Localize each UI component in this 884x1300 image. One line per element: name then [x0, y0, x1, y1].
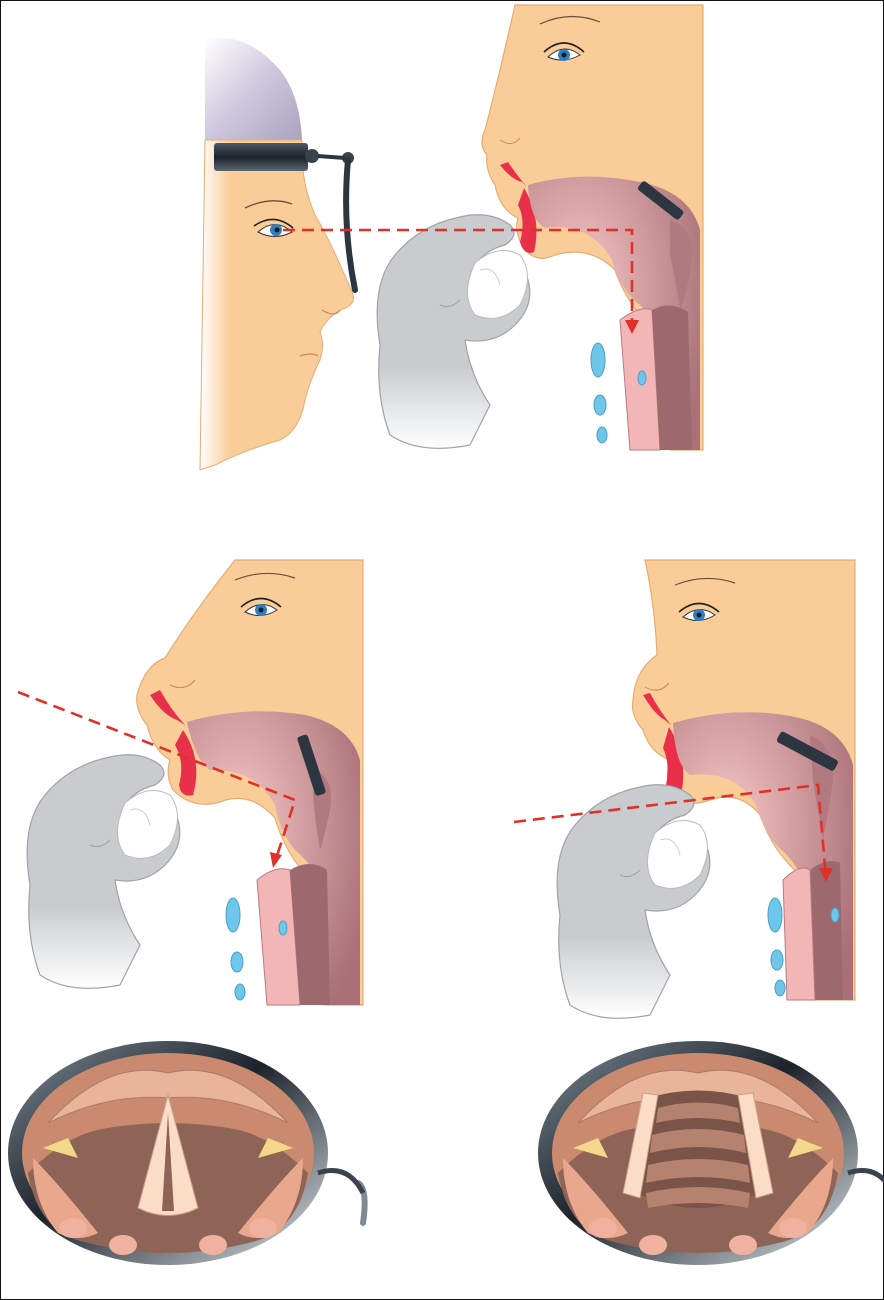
head-mirror [346, 160, 355, 290]
head-mirror-band [214, 143, 308, 171]
panel-middle-right [514, 560, 855, 1018]
mirror-view-adducted [8, 1041, 365, 1265]
panel-middle-left [18, 560, 363, 1005]
examiner-hair [205, 38, 302, 140]
panel-top [200, 5, 703, 470]
mirror-view-abducted [538, 1041, 884, 1265]
gloved-hand-middle-right [557, 785, 710, 1019]
examiner-face [200, 140, 354, 470]
patient-profile-top [482, 5, 703, 450]
gloved-hand-middle-left [27, 755, 180, 989]
gloved-hand-top [377, 215, 530, 449]
head-mirror-joint [305, 149, 319, 163]
